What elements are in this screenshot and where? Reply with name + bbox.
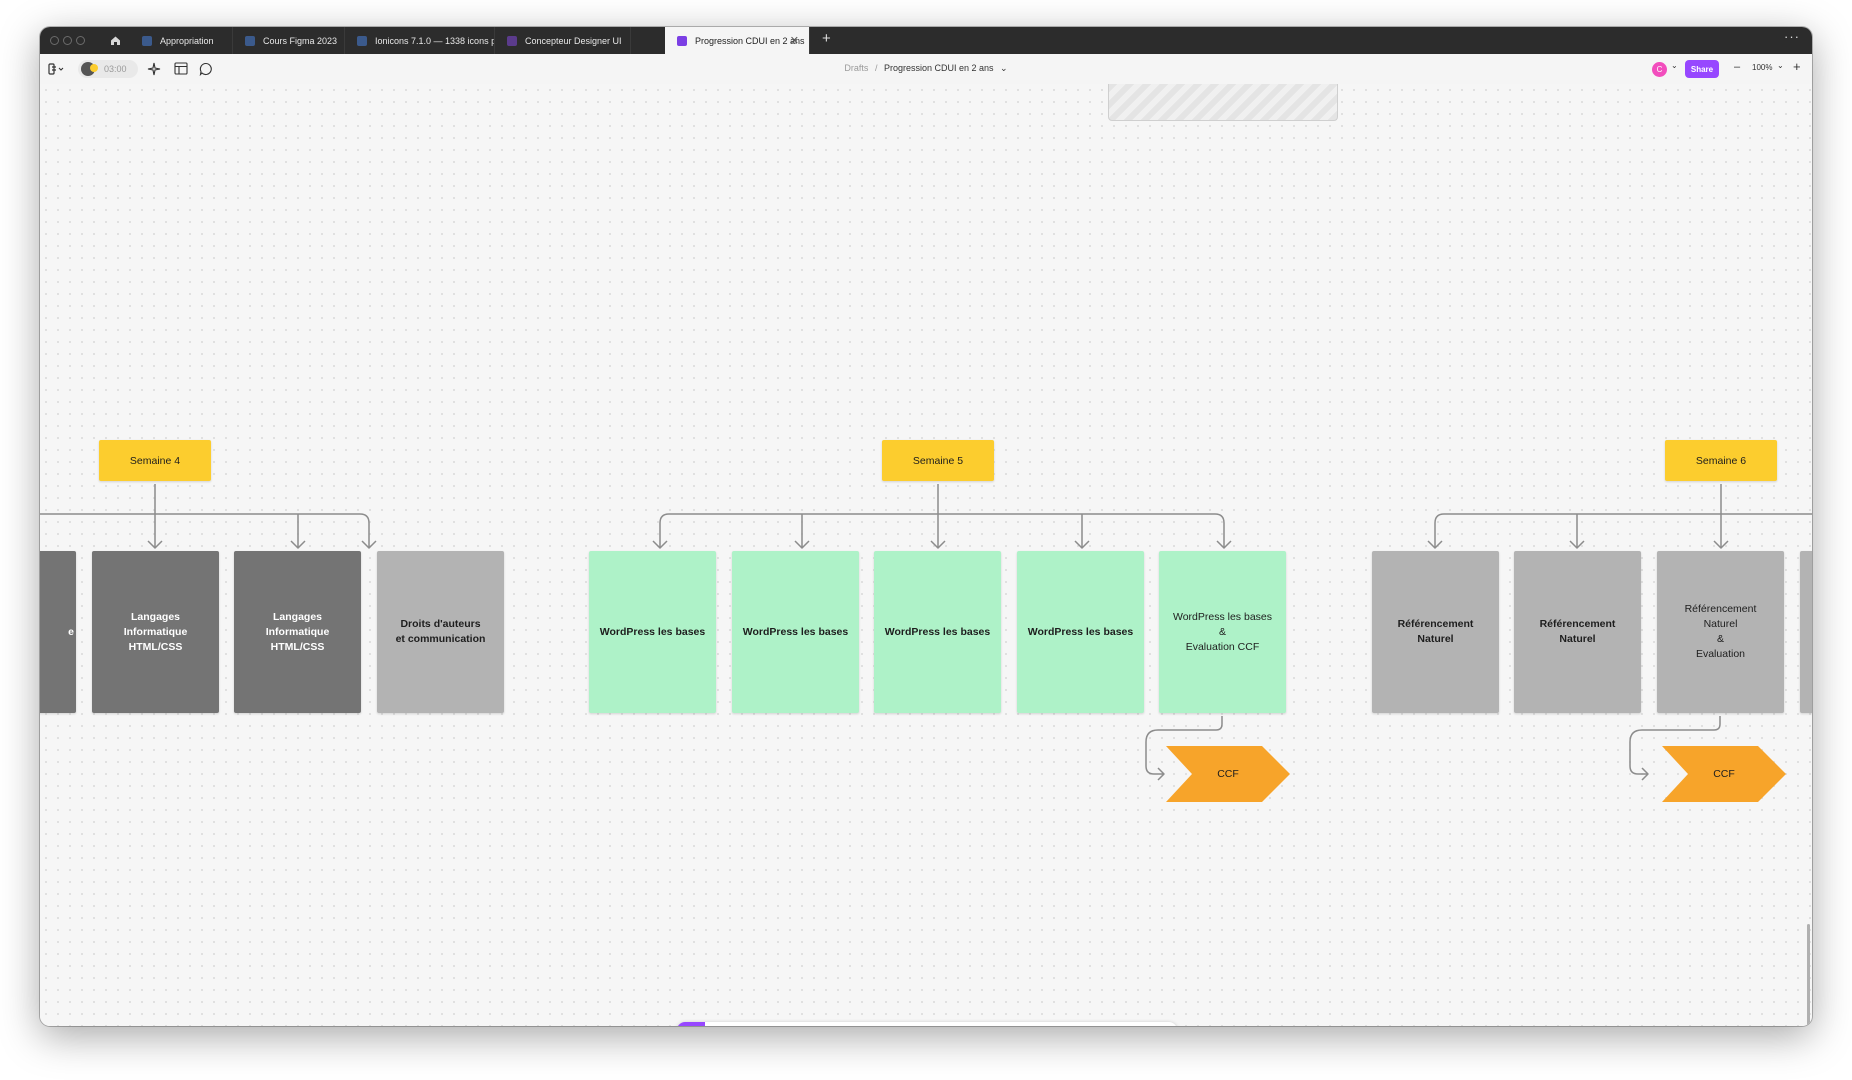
zoom-out-button[interactable]: – [1734, 61, 1741, 73]
chevron-arrow-icon [1662, 746, 1786, 802]
tab-concepteur-designer[interactable]: Concepteur Designer UI [495, 27, 631, 54]
topic-card[interactable]: Droits d'auteurs et communication [377, 551, 504, 713]
partial-card-left[interactable]: e [40, 551, 76, 713]
layout-icon[interactable] [174, 62, 188, 80]
placeholder-section[interactable] [1108, 84, 1338, 121]
comment-icon[interactable] [199, 62, 213, 81]
topic-card[interactable]: WordPress les bases [874, 551, 1001, 713]
chevron-arrow-icon [1166, 746, 1290, 802]
connectors [40, 484, 1812, 781]
editor-toolbar: 03:00 Drafts / Progression CDUI en 2 ans… [40, 54, 1812, 85]
home-icon[interactable] [100, 27, 130, 54]
whiteboard-canvas[interactable]: Semaine 4 Semaine 5 Semaine 6 e Langages… [40, 84, 1812, 1026]
file-icon [357, 35, 367, 46]
file-icon [245, 35, 255, 46]
close-window-button[interactable] [50, 36, 59, 45]
user-avatar[interactable]: C [1652, 62, 1667, 77]
ccf-label: CCF [1217, 768, 1239, 780]
chevron-down-icon[interactable]: ⌄ [1777, 61, 1784, 70]
zoom-in-button[interactable]: + [1793, 59, 1801, 74]
timer-widget[interactable]: 03:00 [78, 60, 138, 78]
app-window: Appropriation Cours Figma 2023 Ionicons … [40, 27, 1812, 1026]
cursor-icon[interactable] [677, 1022, 705, 1026]
card-text: WordPress les bases & Evaluation CCF [1172, 610, 1272, 653]
week-sticky[interactable]: Semaine 4 [99, 440, 211, 481]
topic-card[interactable]: WordPress les bases [1017, 551, 1144, 713]
minimize-window-button[interactable] [63, 36, 72, 45]
zoom-level[interactable]: 100% [1752, 63, 1773, 72]
tab-cours-figma[interactable]: Cours Figma 2023 [233, 27, 345, 54]
file-icon [677, 35, 687, 46]
share-button[interactable]: Share [1685, 60, 1719, 78]
card-text: Référencement Naturel & Evaluation [1684, 603, 1757, 660]
breadcrumb-separator: / [874, 63, 878, 73]
creation-toolbar: + [677, 1022, 1177, 1026]
ccf-arrow-shape[interactable]: CCF [1166, 746, 1290, 802]
close-tab-icon[interactable]: ✕ [789, 35, 799, 47]
tab-progression-cdui[interactable]: Progression CDUI en 2 ans✕ [665, 27, 810, 54]
file-name[interactable]: Progression CDUI en 2 ans [883, 63, 994, 73]
new-tab-button[interactable]: + [822, 30, 831, 47]
file-icon [507, 35, 517, 46]
breadcrumb-drafts[interactable]: Drafts [844, 63, 869, 73]
timer-text: 03:00 [104, 64, 127, 74]
topic-card[interactable]: Langages Informatique HTML/CSS [234, 551, 361, 713]
partial-card-right[interactable] [1800, 551, 1812, 713]
chevron-down-icon[interactable]: ⌄ [1000, 63, 1008, 73]
breadcrumb: Drafts / Progression CDUI en 2 ans ⌄ [40, 63, 1812, 74]
tab-appropriation[interactable]: Appropriation [130, 27, 233, 54]
ai-sparkle-icon[interactable] [147, 62, 161, 81]
main-menu-button[interactable] [48, 62, 64, 80]
ccf-label: CCF [1713, 768, 1735, 780]
file-icon [142, 35, 152, 46]
ccf-arrow-shape[interactable]: CCF [1662, 746, 1786, 802]
topic-card[interactable]: Référencement Naturel [1372, 551, 1499, 713]
topic-card[interactable]: WordPress les bases [732, 551, 859, 713]
week-sticky[interactable]: Semaine 6 [1665, 440, 1777, 481]
tab-ionicons[interactable]: Ionicons 7.1.0 — 1338 icons pack (C [345, 27, 495, 54]
week-sticky[interactable]: Semaine 5 [882, 440, 994, 481]
topic-card[interactable]: WordPress les bases [589, 551, 716, 713]
topic-card-evaluation[interactable]: Référencement Naturel & Evaluation [1657, 551, 1784, 713]
chevron-down-icon[interactable]: ⌄ [1671, 61, 1678, 70]
more-icon[interactable]: ··· [1784, 29, 1800, 44]
topic-card-evaluation[interactable]: WordPress les bases & Evaluation CCF [1159, 551, 1286, 713]
timer-icon [90, 64, 98, 72]
topic-card[interactable]: Référencement Naturel [1514, 551, 1641, 713]
partial-card-text: e [68, 625, 74, 638]
vertical-scrollbar[interactable] [1807, 924, 1810, 1026]
maximize-window-button[interactable] [76, 36, 85, 45]
topic-card[interactable]: Langages Informatique HTML/CSS [92, 551, 219, 713]
tab-bar: Appropriation Cours Figma 2023 Ionicons … [40, 27, 1812, 54]
